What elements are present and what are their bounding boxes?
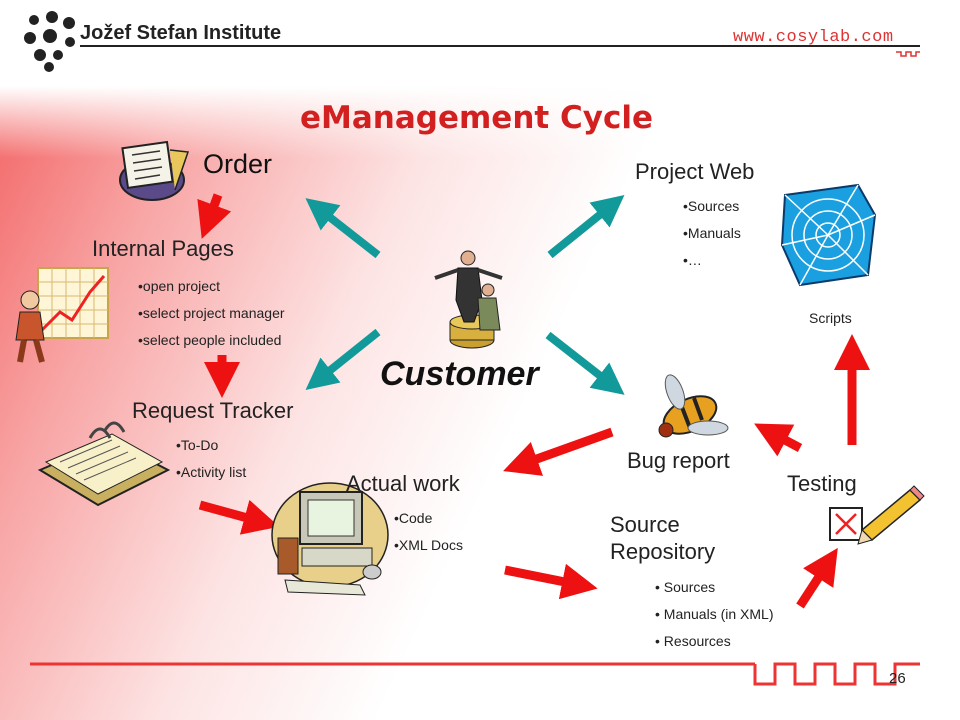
list-item: • Manuals (in XML)	[655, 606, 774, 622]
teal-arrow-order	[305, 198, 381, 259]
customer-label: Customer	[380, 355, 539, 393]
scripts-label: Scripts	[809, 310, 852, 326]
footer-rule	[30, 662, 920, 686]
list-item: •Activity list	[176, 464, 247, 480]
list-item: •Code	[394, 510, 433, 526]
list-item: •To-Do	[176, 437, 219, 453]
source-repository-list: • Sources • Manuals (in XML) • Resources	[655, 577, 774, 658]
binder-icon	[37, 421, 171, 507]
testing-label: Testing	[787, 471, 857, 496]
project-web-label: Project Web	[635, 159, 755, 184]
project-web-list: •Sources •Manuals •…	[683, 196, 741, 277]
chart-presenter-icon	[15, 267, 109, 363]
red-arrow-order-to-internal	[197, 193, 232, 239]
list-item: •Manuals	[683, 225, 741, 241]
actual-work-label: Actual work	[346, 471, 460, 496]
red-arrow-testing-to-bug	[754, 423, 803, 457]
businessmen-icon	[434, 250, 503, 349]
institute-name: Jožef Stefan Institute	[80, 22, 282, 44]
internal-pages-list: •open project •select project manager •s…	[138, 276, 285, 357]
page-title: eManagement Cycle	[300, 100, 653, 136]
logo-dots-icon	[24, 11, 75, 72]
source-repository-label-line1: Source	[610, 512, 680, 537]
teal-arrow-request-tracker	[305, 328, 381, 390]
source-repository-label: Source Repository	[610, 511, 715, 565]
order-label: Order	[203, 149, 273, 179]
request-tracker-label: Request Tracker	[132, 398, 294, 423]
bug-report-label: Bug report	[627, 448, 730, 473]
list-item: •XML Docs	[394, 537, 463, 553]
red-arrow-request-to-work	[198, 499, 280, 535]
list-item: • Resources	[655, 633, 731, 649]
teal-arrow-project-web	[547, 194, 625, 259]
bee-icon	[658, 374, 729, 438]
request-tracker-list: •To-Do •Activity list	[176, 435, 246, 489]
list-item: • Sources	[655, 579, 716, 595]
actual-work-list: •Code •XML Docs	[394, 508, 463, 562]
header-wave	[896, 51, 920, 57]
source-repository-label-line2: Repository	[610, 539, 716, 564]
red-arrow-repo-to-testing	[796, 547, 838, 609]
list-item: •open project	[138, 278, 220, 294]
computer-icon	[271, 482, 389, 596]
internal-pages-label: Internal Pages	[92, 236, 234, 261]
red-arrow-work-to-repo	[504, 563, 598, 600]
website-url[interactable]: www.cosylab.com	[733, 28, 894, 47]
spider-web-icon	[780, 183, 877, 287]
list-item: •select project manager	[138, 305, 285, 321]
teal-arrow-bug-report	[545, 331, 625, 395]
list-item: •…	[683, 252, 702, 268]
red-arrow-bug-to-work	[503, 427, 614, 476]
page-number: 26	[889, 670, 906, 687]
list-item: •Sources	[683, 198, 740, 214]
checkbox-pencil-icon	[829, 485, 925, 545]
scroll-document-icon	[119, 140, 190, 201]
list-item: •select people included	[138, 332, 282, 348]
